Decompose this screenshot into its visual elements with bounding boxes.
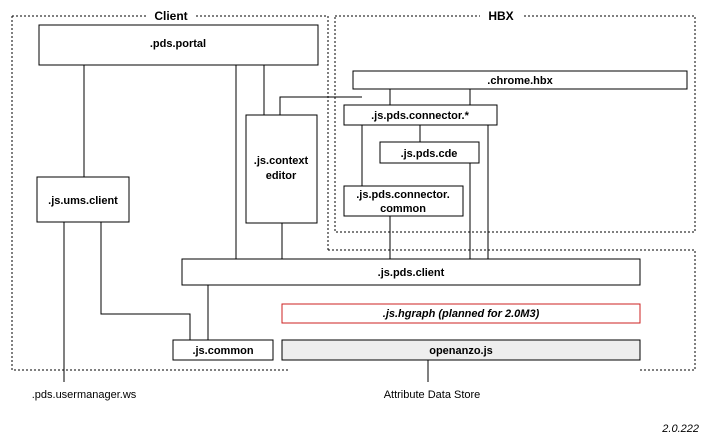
js-context-editor-label-line1: .js.context: [254, 155, 309, 167]
openanzo-js-label: openanzo.js: [429, 345, 493, 357]
hbx-region-label: HBX: [488, 9, 513, 23]
js-pds-connector-label: .js.pds.connector.*: [371, 110, 470, 122]
chrome-hbx-label: .chrome.hbx: [487, 75, 553, 87]
component-pds-portal: .pds.portal: [38, 24, 319, 66]
connector-lines: [63, 65, 489, 382]
component-js-common: .js.common: [172, 339, 274, 361]
js-common-label: .js.common: [192, 345, 253, 357]
component-js-hgraph: .js.hgraph (planned for 2.0M3): [281, 303, 641, 324]
client-region: Client: [11, 9, 329, 371]
js-context-editor-label-line2: editor: [266, 170, 297, 182]
pds-usermanager-ws-label: .pds.usermanager.ws: [32, 389, 137, 401]
js-pds-connector-common-label-line2: common: [380, 203, 426, 215]
component-js-pds-client: .js.pds.client: [181, 258, 641, 286]
js-ums-client-label: .js.ums.client: [48, 195, 118, 207]
version-label: 2.0.222: [661, 423, 699, 435]
client-region-label: Client: [154, 9, 187, 23]
component-js-ums-client: .js.ums.client: [36, 176, 130, 223]
js-pds-client-label: .js.pds.client: [378, 267, 445, 279]
js-pds-cde-label: .js.pds.cde: [401, 148, 458, 160]
js-hgraph-label: .js.hgraph (planned for 2.0M3): [383, 308, 540, 320]
component-openanzo-js: openanzo.js: [281, 339, 641, 361]
hbx-region: HBX: [334, 9, 696, 233]
component-chrome-hbx: .chrome.hbx: [352, 70, 688, 90]
component-js-pds-connector-common: .js.pds.connector. common: [343, 185, 464, 217]
pds-portal-label: .pds.portal: [150, 38, 206, 50]
attribute-data-store-label: Attribute Data Store: [384, 389, 481, 401]
js-pds-connector-common-label-line1: .js.pds.connector.: [356, 189, 450, 201]
component-js-pds-cde: .js.pds.cde: [379, 141, 480, 164]
component-js-pds-connector: .js.pds.connector.*: [343, 104, 498, 126]
component-js-context-editor: .js.context editor: [245, 114, 318, 224]
